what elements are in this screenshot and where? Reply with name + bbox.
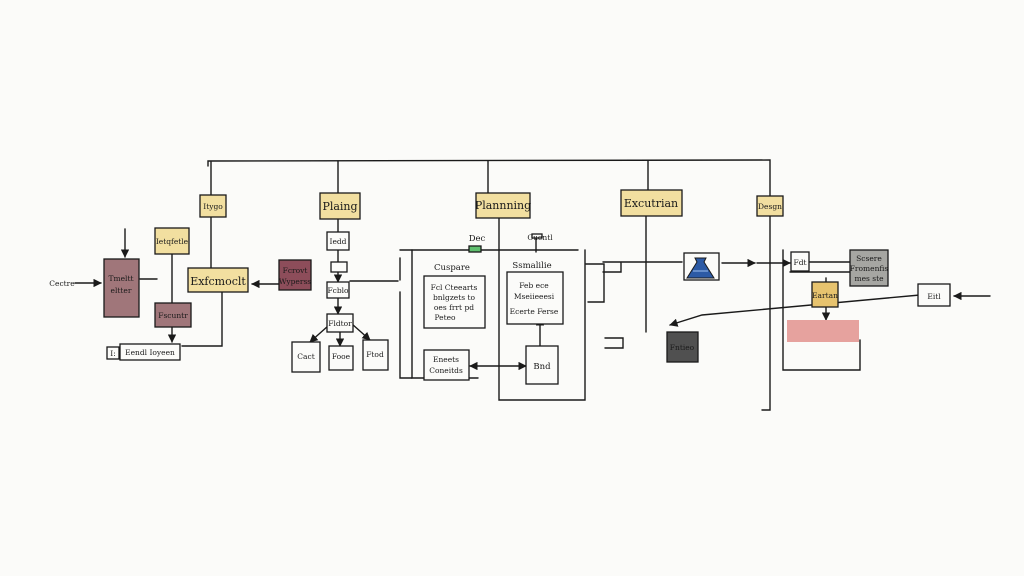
col2-step3-label: Fldtor bbox=[328, 319, 352, 328]
fdt-box bbox=[790, 251, 810, 272]
pink-small-box bbox=[154, 302, 192, 328]
pink-bar bbox=[787, 320, 859, 342]
compare-line-1: Fcl Cteearts bbox=[431, 283, 478, 292]
planning-right-small bbox=[602, 261, 622, 273]
top-bus-line bbox=[207, 159, 771, 197]
compare-line-4: Peteo bbox=[434, 313, 456, 322]
maroon-line-1: Fcrovt bbox=[283, 266, 308, 275]
conditions-line-1: Eneets bbox=[433, 355, 459, 364]
compare-line-3: oes frrt pd bbox=[434, 303, 474, 312]
bottom-mark-box bbox=[106, 346, 120, 360]
stage-5-box bbox=[756, 195, 784, 217]
conditions-box bbox=[423, 349, 470, 381]
gold-label: Eartan bbox=[812, 291, 838, 300]
similar-box bbox=[506, 271, 564, 325]
dark-feature-box bbox=[103, 258, 140, 318]
right-to-exec-arrow bbox=[669, 294, 921, 327]
stage-1-label: Itygo bbox=[203, 202, 223, 211]
col2-branch-right bbox=[351, 323, 371, 341]
bottom-box-label: Eendl Ioyeen bbox=[125, 348, 175, 357]
planning-right-bracket bbox=[585, 263, 605, 303]
conditions-line-2: Coneitds bbox=[429, 366, 463, 375]
similar-line-1: Feb ece bbox=[519, 281, 549, 290]
col2-leaf-2-label: Fooe bbox=[332, 352, 351, 361]
fdt-label: Fdt bbox=[793, 258, 806, 267]
maroon-box bbox=[278, 259, 312, 291]
col2-leaf-1 bbox=[291, 341, 321, 373]
cond-label: Cuentl bbox=[527, 233, 553, 242]
gray-line-3: mes ste bbox=[854, 274, 884, 283]
exe-down bbox=[181, 289, 223, 347]
similar-title: Ssmalilie bbox=[512, 261, 551, 271]
col2-leaf-3 bbox=[362, 339, 389, 371]
stage-2-box bbox=[319, 192, 361, 220]
bottom-mark-label: I: bbox=[110, 349, 116, 358]
stage-5-label: Desgn bbox=[758, 202, 782, 211]
design-frame bbox=[782, 249, 861, 371]
col2-step3-box bbox=[326, 313, 354, 333]
right-input-box bbox=[917, 283, 951, 307]
connectors bbox=[74, 159, 991, 411]
stage-2-label: Plaing bbox=[322, 200, 357, 213]
col2-leaf-2 bbox=[328, 345, 354, 371]
design-stage-drop bbox=[761, 215, 771, 411]
exec-dark-box bbox=[666, 331, 699, 363]
maroon-line-2: Wyperss bbox=[279, 277, 311, 286]
dark-box-line-2: eltter bbox=[111, 286, 132, 295]
bnd-label: Bnd bbox=[533, 362, 551, 372]
exe-box-label: Exfcmoclt bbox=[190, 275, 246, 288]
right-input-label: Eitl bbox=[927, 292, 941, 301]
pink-small-label: Fscuntr bbox=[158, 311, 188, 320]
compare-line-2: bnlgzets to bbox=[433, 293, 475, 302]
gray-box bbox=[849, 249, 889, 287]
dark-box-line-1: Tmeltt bbox=[109, 274, 134, 283]
planning-stage-drop bbox=[498, 217, 586, 401]
left-input-label: Cectre bbox=[49, 279, 75, 288]
gray-line-1: Scsere bbox=[856, 254, 882, 263]
cond-marker bbox=[531, 233, 543, 239]
col2-step2-label: Fcblo bbox=[327, 286, 349, 295]
gold-box bbox=[811, 281, 839, 308]
compare-title: Cuspare bbox=[434, 263, 470, 273]
bottom-box bbox=[119, 343, 181, 361]
col2-top-box bbox=[326, 231, 350, 251]
planning-right-small2 bbox=[604, 337, 624, 349]
stage-3-box bbox=[475, 192, 531, 219]
gray-line-2: Fromenfis bbox=[850, 264, 889, 273]
yellow-small-label: Ietqfetle bbox=[156, 237, 189, 246]
col2-top-label: Iedd bbox=[329, 237, 346, 246]
compare-box bbox=[423, 275, 486, 329]
stage-4-label: Excutrian bbox=[624, 197, 678, 210]
planning-left-frame bbox=[399, 257, 413, 379]
col2-leaf-3-label: Ftod bbox=[366, 350, 384, 359]
exe-box bbox=[187, 267, 249, 293]
stage-3-label: Plannning bbox=[475, 199, 531, 212]
stage-1-box bbox=[199, 194, 227, 218]
flask-icon bbox=[686, 257, 715, 279]
similar-line-2: Mseiieeesi bbox=[514, 292, 555, 301]
exec-dark-label: Fntieo bbox=[670, 343, 695, 352]
col2-small-box bbox=[330, 261, 348, 273]
col2-leaf-1-label: Cact bbox=[297, 352, 314, 361]
dec-label: Dec bbox=[469, 234, 486, 244]
bnd-box bbox=[525, 345, 559, 385]
yellow-small-box bbox=[154, 227, 190, 255]
dec-green-marker bbox=[468, 245, 482, 253]
similar-line-3: Ecerte Ferse bbox=[510, 307, 559, 316]
stage-4-box bbox=[620, 189, 683, 217]
col2-branch-left bbox=[309, 325, 329, 343]
col2-step2-box bbox=[326, 281, 350, 299]
